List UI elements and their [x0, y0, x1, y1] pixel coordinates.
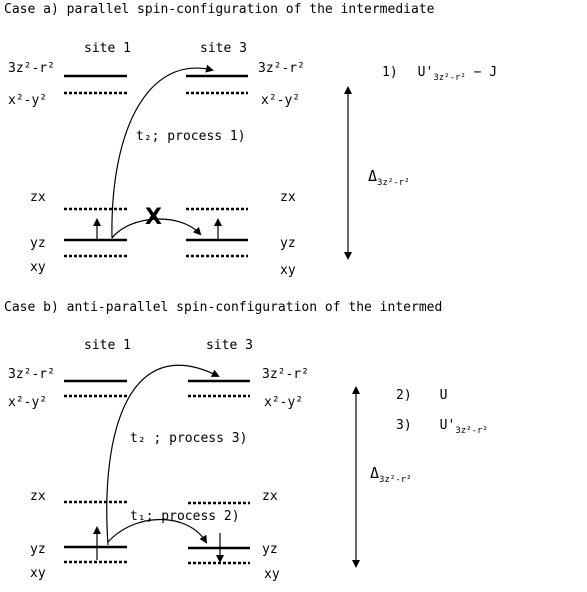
case-b-right-xy-label: xy — [264, 567, 280, 582]
case-a-right-xy-label: xy — [280, 263, 296, 278]
case-b-hop-to-yz-arrow — [107, 518, 208, 544]
case-a-left-zx-label: zx — [30, 190, 46, 205]
case-b-right-3z2r2-label: 3z²-r² — [262, 367, 309, 382]
case-a-right-x2y2-label: x²-y² — [261, 93, 300, 108]
case-b-process-t1-label: t₁; process 2) — [130, 509, 240, 524]
case-b-right-yz-label: yz — [262, 542, 278, 557]
case-a-right-yz-label: yz — [280, 236, 296, 251]
case-b-right-x2y2-label: x²-y² — [264, 395, 303, 410]
case-a-forbidden-cross: X — [145, 205, 162, 230]
case-b-site3-label: site 3 — [206, 338, 253, 353]
case-a-left-x2y2-label: x²-y² — [8, 93, 47, 108]
case-b-energy-item-2: 2)U — [396, 388, 447, 403]
case-b-left-yz-label: yz — [30, 542, 46, 557]
case-b-energy-item-3: 3)U'3z²-r² — [396, 418, 488, 436]
case-b-process-t2-label: t₂ ; process 3) — [130, 431, 247, 446]
case-b-left-3z2r2-label: 3z²-r² — [8, 367, 55, 382]
case-a-site3-label: site 3 — [200, 41, 247, 56]
case-b-left-xy-label: xy — [30, 566, 46, 581]
case-b-hop-to-3z2r2-arrow — [106, 364, 220, 546]
case-b-site1-label: site 1 — [84, 338, 131, 353]
case-a-left-xy-label: xy — [30, 260, 46, 275]
case-b-delta-label: Δ3z²-r² — [370, 464, 412, 485]
case-a-left-yz-label: yz — [30, 236, 46, 251]
case-a-right-zx-label: zx — [280, 190, 296, 205]
case-a-hop-to-yz-arrow — [111, 218, 202, 239]
case-b-heading: Case b) anti-parallel spin-configuration… — [4, 300, 442, 315]
case-a-energy-item-1: 1)U'3z²-r² − J — [382, 65, 497, 83]
case-a-hop-to-3z2r2-arrow — [111, 64, 214, 239]
case-a-process-label: t₂; process 1) — [136, 129, 246, 144]
case-a-site1-label: site 1 — [84, 41, 131, 56]
case-a-right-3z2r2-label: 3z²-r² — [258, 61, 305, 76]
case-a-left-3z2r2-label: 3z²-r² — [8, 61, 55, 76]
case-a-heading: Case a) parallel spin-configuration of t… — [4, 2, 435, 17]
case-b-left-x2y2-label: x²-y² — [8, 395, 47, 410]
case-b-right-zx-label: zx — [262, 489, 278, 504]
case-b-left-zx-label: zx — [30, 489, 46, 504]
case-a-delta-label: Δ3z²-r² — [368, 167, 410, 188]
